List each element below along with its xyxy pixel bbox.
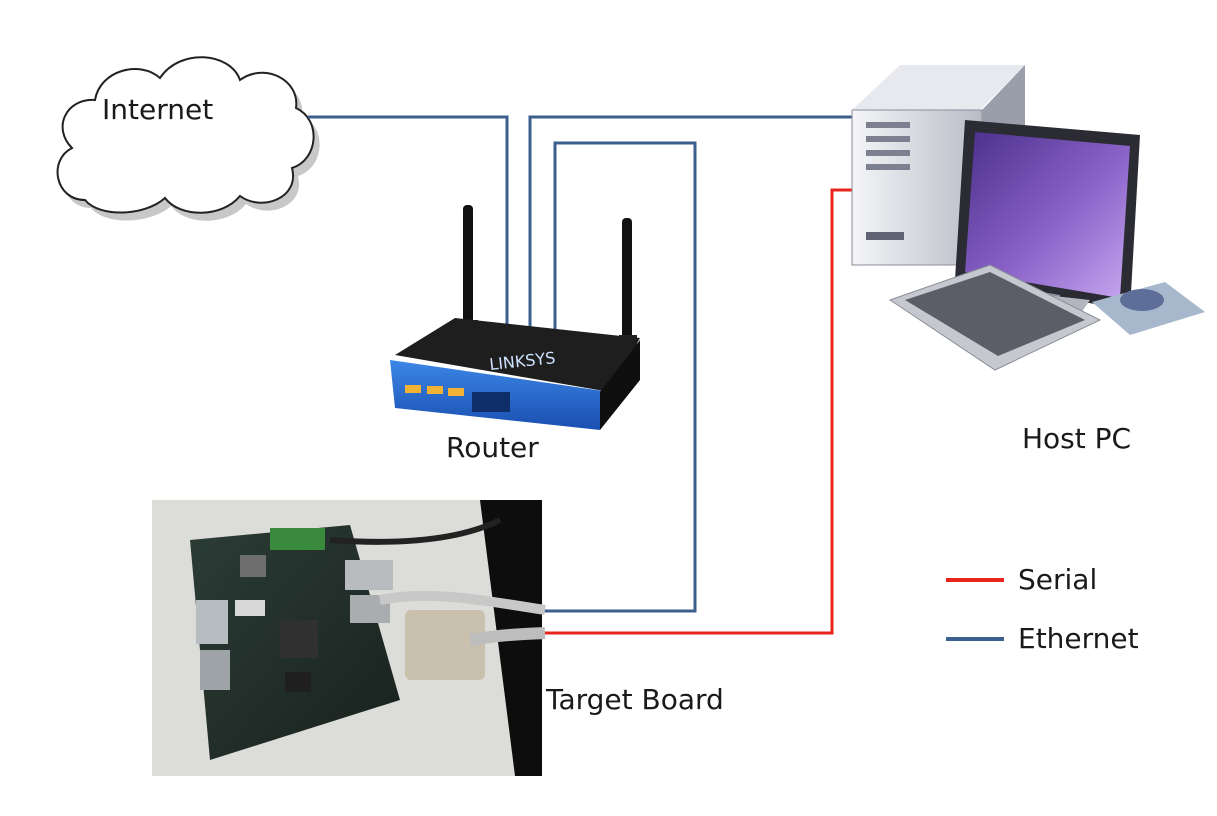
internet-cloud [56, 56, 320, 221]
legend-serial-label: Serial [1018, 563, 1098, 596]
host-pc-device [851, 65, 1205, 371]
target-board-photo [152, 500, 546, 776]
ethernet-line-router-host [528, 115, 862, 330]
internet-label: Internet [102, 93, 214, 126]
serial-line-target-host [540, 188, 860, 635]
router-device: LINKSYS [390, 205, 640, 430]
ethernet-line-internet-router [308, 115, 509, 330]
legend-serial-swatch [946, 578, 1004, 582]
legend-ethernet-label: Ethernet [1018, 622, 1139, 655]
target-board-label: Target Board [546, 683, 724, 716]
router-label: Router [446, 431, 539, 464]
ethernet-line-router-target [540, 141, 697, 613]
host-pc-label: Host PC [1022, 422, 1132, 455]
ethernet-lines [308, 115, 862, 613]
legend-ethernet-swatch [946, 637, 1004, 641]
